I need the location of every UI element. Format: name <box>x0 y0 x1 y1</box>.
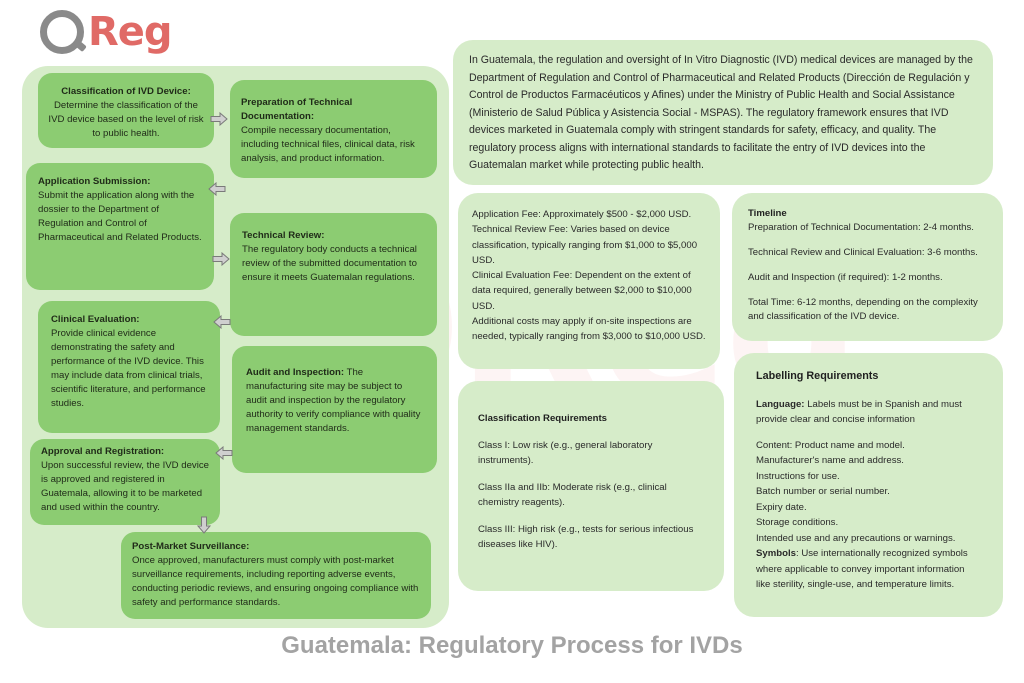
step-submission: Application Submission: Submit the appli… <box>26 163 214 290</box>
step-post-market: Post-Market Surveillance: Once approved,… <box>121 532 431 619</box>
arrow-down-icon <box>197 516 211 534</box>
step-classification: Classification of IVD Device: Determine … <box>38 73 214 148</box>
timeline-item: Technical Review and Clinical Evaluation… <box>748 247 978 258</box>
symbols-requirement: Symbols: Use internationally recognized … <box>756 546 981 593</box>
content-line: Manufacturer's name and address. <box>756 455 904 466</box>
step-title: Approval and Registration: <box>41 446 165 457</box>
language-text: Labels must be in Spanish and must provi… <box>756 398 962 426</box>
fee-item: Additional costs may apply if on-site in… <box>472 316 706 343</box>
step-text: The manufacturing site may be subject to… <box>246 367 421 434</box>
symbols-text: : Use internationally recognized symbols… <box>756 548 968 590</box>
timeline-item: Preparation of Technical Documentation: … <box>748 222 974 233</box>
content-line: Instructions for use. <box>756 470 840 482</box>
arrow-right-icon <box>210 112 228 126</box>
class-item: Class I: Low risk (e.g., general laborat… <box>478 440 653 466</box>
language-label: Language: <box>756 398 805 410</box>
step-text: Upon successful review, the IVD device i… <box>41 460 209 513</box>
content-line: Batch number or serial number. <box>756 486 890 497</box>
step-text: Once approved, manufacturers must comply… <box>132 555 419 608</box>
step-title: Application Submission: <box>38 176 151 187</box>
step-title: Preparation of Technical Documentation: <box>241 97 353 122</box>
step-clinical-evaluation: Clinical Evaluation: Provide clinical ev… <box>38 301 220 433</box>
step-text: Provide clinical evidence demonstrating … <box>51 328 206 409</box>
step-technical-review: Technical Review: The regulatory body co… <box>230 213 437 336</box>
arrow-left-icon <box>208 182 226 196</box>
content-line: Expiry date. <box>756 501 807 513</box>
step-text: Submit the application along with the do… <box>38 190 202 243</box>
fee-item: Technical Review Fee: Varies based on de… <box>472 224 698 266</box>
arrow-left-icon <box>215 446 233 460</box>
step-title: Classification of IVD Device: <box>61 86 191 97</box>
language-requirement: Language: Labels must be in Spanish and … <box>756 397 981 428</box>
timeline-title: Timeline <box>748 208 787 219</box>
page-title: Guatemala: Regulatory Process for IVDs <box>281 632 743 659</box>
timeline-item: Audit and Inspection (if required): 1-2 … <box>748 272 943 283</box>
intro-card: In Guatemala, the regulation and oversig… <box>453 40 993 185</box>
step-text: Determine the classification of the IVD … <box>48 100 204 139</box>
labelling-requirements-card: Labelling Requirements Language: Labels … <box>734 353 1003 617</box>
step-text: Compile necessary documentation, includi… <box>241 125 415 164</box>
content-line: Content: Product name and model. <box>756 439 905 451</box>
fee-item: Application Fee: Approximately $500 - $2… <box>472 209 692 220</box>
content-line: Storage conditions. <box>756 517 839 528</box>
step-title: Clinical Evaluation: <box>51 314 140 325</box>
step-title: Technical Review: <box>242 230 325 241</box>
step-title: Post-Market Surveillance: <box>132 541 250 552</box>
logo-text: Reg <box>88 9 173 55</box>
fee-item: Clinical Evaluation Fee: Dependent on th… <box>472 270 692 312</box>
content-line: Intended use and any precautions or warn… <box>756 532 956 544</box>
labelling-title: Labelling Requirements <box>756 370 879 382</box>
classification-requirements-card: Classification Requirements Class I: Low… <box>458 381 724 591</box>
fees-card: Application Fee: Approximately $500 - $2… <box>458 193 720 369</box>
step-approval: Approval and Registration: Upon successf… <box>30 439 220 525</box>
qreg-logo: Reg <box>40 6 173 58</box>
intro-text: In Guatemala, the regulation and oversig… <box>469 54 973 171</box>
class-item: Class III: High risk (e.g., tests for se… <box>478 524 694 550</box>
timeline-card: Timeline Preparation of Technical Docume… <box>732 193 1003 341</box>
arrow-right-icon <box>212 252 230 266</box>
class-item: Class IIa and IIb: Moderate risk (e.g., … <box>478 482 667 508</box>
timeline-item: Total Time: 6-12 months, depending on th… <box>748 297 978 322</box>
step-title: Audit and Inspection: <box>246 367 345 378</box>
classification-title: Classification Requirements <box>478 413 608 424</box>
symbols-label: Symbols <box>756 548 796 559</box>
step-preparation: Preparation of Technical Documentation: … <box>230 80 437 178</box>
step-audit: Audit and Inspection: The manufacturing … <box>232 346 437 473</box>
arrow-left-icon <box>213 315 231 329</box>
logo-q-mark <box>40 10 84 54</box>
step-text: The regulatory body conducts a technical… <box>242 244 417 283</box>
